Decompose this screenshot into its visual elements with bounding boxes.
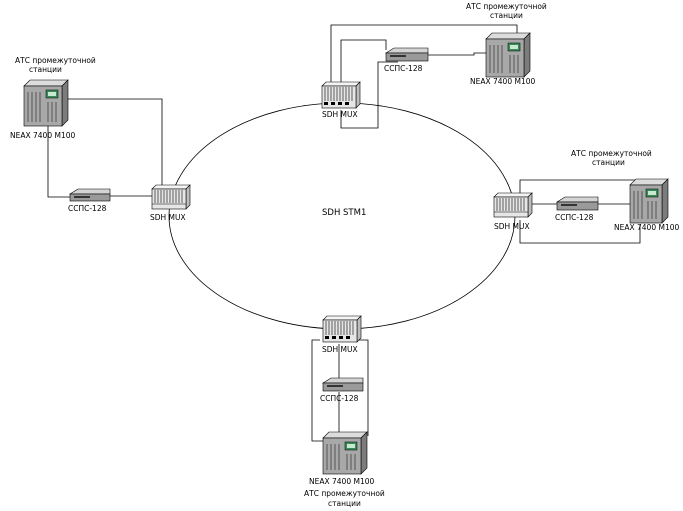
mux-right-label: SDH MUX <box>494 222 530 231</box>
mux-top <box>321 81 361 109</box>
pbx-bottom <box>322 431 368 475</box>
station-right-line1: АТС промежуточной <box>571 149 652 158</box>
modem-bottom <box>321 377 364 392</box>
pbx-bottom-label: NEAX 7400 M100 <box>309 477 374 486</box>
link-right-mux-pbx-lower <box>519 220 641 244</box>
link-top-modem-pbx <box>428 52 488 56</box>
link-top-mux-modem <box>340 39 387 82</box>
link-top-mux-pbx-lower <box>340 61 398 129</box>
link-left-pbx-mux <box>65 98 163 186</box>
mux-left-label: SDH MUX <box>150 213 186 222</box>
mux-right <box>493 192 533 218</box>
pbx-right-label: NEAX 7400 M100 <box>614 223 679 232</box>
pbx-top <box>485 32 531 78</box>
link-right-pbx-mux-outer <box>519 179 640 193</box>
pbx-right <box>629 178 669 224</box>
mux-top-label: SDH MUX <box>322 110 358 119</box>
modem-right-label: ССПС-128 <box>555 213 594 222</box>
station-top-line2: станции <box>490 11 523 20</box>
mux-bottom-label: SDH MUX <box>322 345 358 354</box>
station-top-line1: АТС промежуточной <box>466 2 547 11</box>
link-left-pbx-modem <box>47 124 70 198</box>
station-left-line2: станции <box>29 65 62 74</box>
link-bottom-mux-pbx-right <box>358 339 369 436</box>
station-bottom-line1: АТС промежуточной <box>304 489 385 498</box>
modem-left-label: ССПС-128 <box>68 204 107 213</box>
modem-right <box>555 196 599 211</box>
station-left-line1: АТС промежуточной <box>15 56 96 65</box>
mux-bottom <box>322 315 362 343</box>
station-bottom-line2: станции <box>328 499 361 508</box>
pbx-left-label: NEAX 7400 M100 <box>10 131 75 140</box>
ring-label: SDH STM1 <box>322 208 366 218</box>
dot-mark: . <box>303 100 305 108</box>
modem-left <box>68 188 111 202</box>
modem-top-label: ССПС-128 <box>384 64 423 73</box>
modem-bottom-label: ССПС-128 <box>320 394 359 403</box>
modem-top <box>384 47 429 62</box>
station-right-line2: станции <box>592 158 625 167</box>
pbx-left <box>23 79 69 127</box>
pbx-top-label: NEAX 7400 M100 <box>470 77 535 86</box>
link-bottom-mux-pbx-outer <box>311 339 330 442</box>
mux-left <box>151 184 191 210</box>
link-top-mux-pbx-outer <box>330 24 518 82</box>
